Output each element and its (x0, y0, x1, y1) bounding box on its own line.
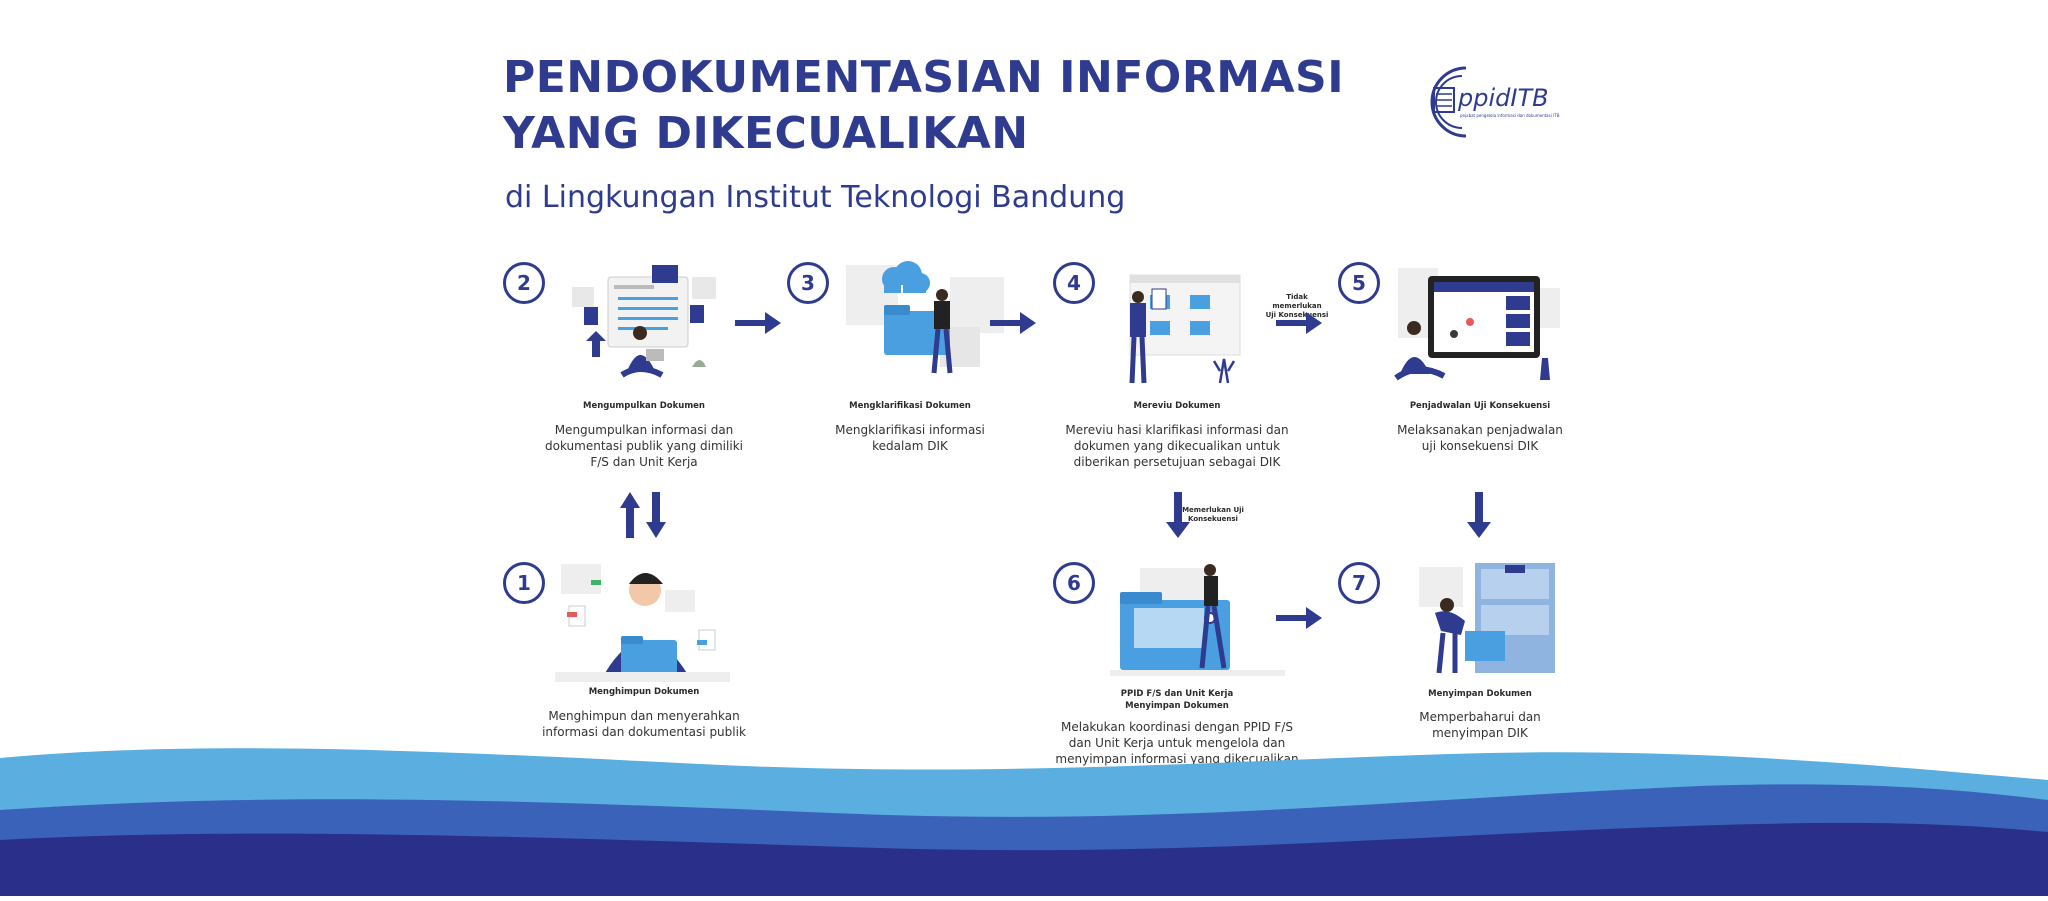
page-subtitle: di Lingkungan Institut Teknologi Bandung (505, 180, 1126, 215)
no-test-condition-label: Tidak memerlukan Uji Konsekuensi (1265, 293, 1329, 319)
bidirectional-arrow-icon (620, 492, 672, 538)
title-line-2: YANG DIKECUALIKAN (503, 108, 1029, 159)
step-7-title: Menyimpan Dokumen (1428, 689, 1532, 699)
step-1-title: Menghimpun Dokumen (588, 687, 700, 697)
step-4-badge: 4 (1053, 262, 1095, 304)
person-with-folder-illustration (555, 560, 730, 685)
arrow-right-icon (735, 312, 781, 334)
step-1-badge: 1 (503, 562, 545, 604)
decorative-waves (0, 740, 2048, 896)
arrow-right-icon (990, 312, 1036, 334)
step-5-description: Melaksanakan penjadwalan uji konsekuensi… (1397, 423, 1563, 453)
step-7-description: Memperbaharui dan menyimpan DIK (1419, 710, 1541, 740)
step-1-description: Menghimpun dan menyerahkan informasi dan… (542, 709, 746, 739)
step-4-description: Mereviu hasi klarifikasi informasi dan d… (1065, 423, 1289, 469)
person-with-calendar-illustration (1390, 258, 1565, 383)
page-title: PENDOKUMENTASIAN INFORMASI YANG DIKECUAL… (503, 50, 1403, 162)
step-5-title: Penjadwalan Uji Konsekuensi (1409, 401, 1551, 411)
logo-tagline: pejabat pengelola informasi dan dokument… (1460, 113, 1560, 118)
step-3-badge: 3 (787, 262, 829, 304)
person-reviewing-files-illustration (1110, 265, 1285, 390)
step-2-description: Mengumpulkan informasi dan dokumentasi p… (545, 423, 743, 469)
ppid-itb-logo: ppidITB pejabat pengelola informasi dan … (1418, 60, 1578, 144)
step-2-badge: 2 (503, 262, 545, 304)
title-line-1: PENDOKUMENTASIAN INFORMASI (503, 52, 1345, 103)
step-6-badge: 6 (1053, 562, 1095, 604)
person-with-cloud-folder-illustration (840, 257, 1015, 382)
arrow-down-icon (1467, 492, 1491, 538)
step-5-badge: 5 (1338, 262, 1380, 304)
step-7-badge: 7 (1338, 562, 1380, 604)
person-at-filing-cabinet-illustration (1405, 557, 1580, 682)
test-condition-label: Memerlukan Uji Konsekuensi (1182, 506, 1244, 523)
arrow-right-icon (1276, 607, 1322, 629)
arrow-down-icon (1166, 492, 1190, 538)
step-3-description: Mengklarifikasi informasi kedalam DIK (835, 423, 985, 453)
step-4-title: Mereviu Dokumen (1133, 401, 1221, 411)
step-6-title: PPID F/S dan Unit Kerja Menyimpan Dokume… (1120, 689, 1234, 711)
step-2-title: Mengumpulkan Dokumen (583, 401, 705, 411)
step-3-title: Mengklarifikasi Dokumen (849, 401, 971, 411)
arrow-right-icon (1276, 312, 1322, 334)
person-with-large-folder-illustration (1110, 560, 1285, 685)
logo-text: ppidITB (1457, 84, 1549, 112)
person-collecting-documents-illustration (562, 257, 737, 382)
